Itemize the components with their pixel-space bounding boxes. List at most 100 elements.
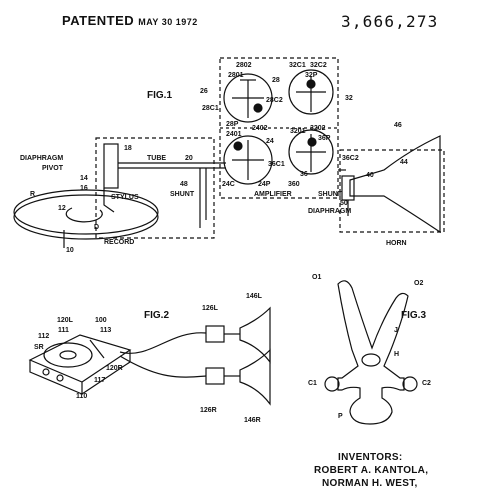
phono-base-side xyxy=(81,350,131,395)
ref-36: 36 xyxy=(300,171,308,178)
fig3-title: FIG.3 xyxy=(401,310,426,321)
ref-28c2: 28C2 xyxy=(266,97,283,104)
label-pivot: PIVOT xyxy=(42,165,64,172)
ref-h: H xyxy=(394,351,399,358)
inventor-name: ROBERT A. KANTOLA, xyxy=(314,465,429,476)
tube-24 xyxy=(223,135,273,185)
fig3-labels: O1 O2 J H C1 C2 P xyxy=(308,274,431,420)
patented-label: PATENTED xyxy=(62,13,135,28)
tube-36 xyxy=(288,129,334,175)
knob-1 xyxy=(42,368,50,376)
ref-28c1: 28C1 xyxy=(202,105,219,112)
ref-120r: 120R xyxy=(106,365,123,372)
cable-right xyxy=(119,355,207,378)
ref-10: 10 xyxy=(66,247,74,254)
ref-3202: 3202 xyxy=(310,125,326,132)
patent-number: 3,666,273 xyxy=(341,12,439,31)
label-stylus: STYLUS xyxy=(111,194,139,201)
ref-2402: 2402 xyxy=(252,125,268,132)
fig2-labels: 120L 100 111 113 112 SR 120R 117 110 126… xyxy=(34,293,263,424)
ref-2802: 2802 xyxy=(236,62,252,69)
label-diaphragm-right: DIAPHRAGM xyxy=(308,208,351,215)
pickup-box xyxy=(95,137,215,239)
fig1-title: FIG.1 xyxy=(147,90,172,101)
ref-36c1: 36C1 xyxy=(268,161,285,168)
ref-14: 14 xyxy=(80,175,88,182)
ref-36c2: 36C2 xyxy=(342,155,359,162)
tube-28 xyxy=(223,73,273,123)
ref-16: 16 xyxy=(80,185,88,192)
ref-32: 32 xyxy=(345,95,353,102)
horn-right xyxy=(239,348,271,406)
inventor-name: NORMAN H. WEST, xyxy=(322,478,418,489)
amplifier-box xyxy=(219,57,339,199)
label-amplifier: AMPLIFIER xyxy=(254,191,292,198)
figure-1: FIG.1 xyxy=(13,57,445,254)
label-shunt: SHUNT xyxy=(170,191,195,198)
ref-j: J xyxy=(394,327,398,334)
horn-shape xyxy=(349,135,441,234)
knob-2 xyxy=(56,374,64,382)
rotation-arrow xyxy=(65,207,103,223)
ref-126l: 126L xyxy=(202,305,219,312)
horn-box xyxy=(339,149,445,233)
fig3-junction-h xyxy=(361,353,381,367)
ref-146l: 146L xyxy=(246,293,263,300)
ref-24p: 24P xyxy=(258,181,271,188)
figure-2: FIG.2 120L 100 111 xyxy=(28,293,271,424)
tube-32 xyxy=(288,69,334,115)
ref-100: 100 xyxy=(95,317,107,324)
phono-base-front xyxy=(29,360,83,395)
fig3-tube-outline xyxy=(337,280,409,425)
ref-d: D xyxy=(94,224,99,231)
ref-360: 360 xyxy=(288,181,300,188)
fig1-labels: DIAPHRAGM PIVOT TUBE STYLUS RECORD SHUNT… xyxy=(20,62,408,254)
ref-p: P xyxy=(338,413,343,420)
ref-2801: 2801 xyxy=(228,72,244,79)
patent-header: PATENTED MAY 30 1972 xyxy=(62,13,198,28)
ref-o1: O1 xyxy=(312,274,321,281)
ref-24: 24 xyxy=(266,138,274,145)
ref-111: 111 xyxy=(58,327,69,334)
fig2-title: FIG.2 xyxy=(144,310,169,321)
ref-126r: 126R xyxy=(200,407,217,414)
ref-c1: C1 xyxy=(308,380,317,387)
inventors-title: INVENTORS: xyxy=(338,452,403,463)
ref-117: 117 xyxy=(94,377,105,384)
ref-r: R xyxy=(30,191,35,198)
ref-12: 12 xyxy=(58,205,66,212)
label-diaphragm: DIAPHRAGM xyxy=(20,155,63,162)
driver-right xyxy=(205,367,225,385)
ref-50: 50 xyxy=(340,200,348,207)
ref-3201: 3201 xyxy=(290,128,306,135)
ref-32p: 32P xyxy=(305,72,318,79)
turntable-center xyxy=(59,350,77,360)
ref-20: 20 xyxy=(185,155,193,162)
ref-44: 44 xyxy=(400,159,408,166)
fig3-port-c1 xyxy=(324,376,340,392)
record-disc xyxy=(13,194,159,240)
fig3-port-c2 xyxy=(402,376,418,392)
ref-32c1: 32C1 xyxy=(289,62,306,69)
ref-48: 48 xyxy=(180,181,188,188)
ref-36p: 36P xyxy=(318,135,331,142)
ref-28: 28 xyxy=(272,77,280,84)
phono-arm xyxy=(89,339,105,359)
record-top xyxy=(13,189,159,235)
ref-26: 26 xyxy=(200,88,208,95)
ref-32c2: 32C2 xyxy=(310,62,327,69)
ref-146r: 146R xyxy=(244,417,261,424)
label-shunt-right: SHUNT xyxy=(318,191,343,198)
cable-left xyxy=(119,332,207,354)
ref-28p: 28P xyxy=(226,121,239,128)
ref-sr: SR xyxy=(34,344,44,351)
patent-date: MAY 30 1972 xyxy=(138,17,198,27)
ref-40: 40 xyxy=(366,172,374,179)
ref-2401: 2401 xyxy=(226,131,242,138)
ref-o2: O2 xyxy=(414,280,423,287)
ref-113: 113 xyxy=(100,327,111,334)
figure-3: FIG.3 O1 O2 J H C1 C2 P xyxy=(308,274,431,425)
ref-18: 18 xyxy=(124,145,132,152)
